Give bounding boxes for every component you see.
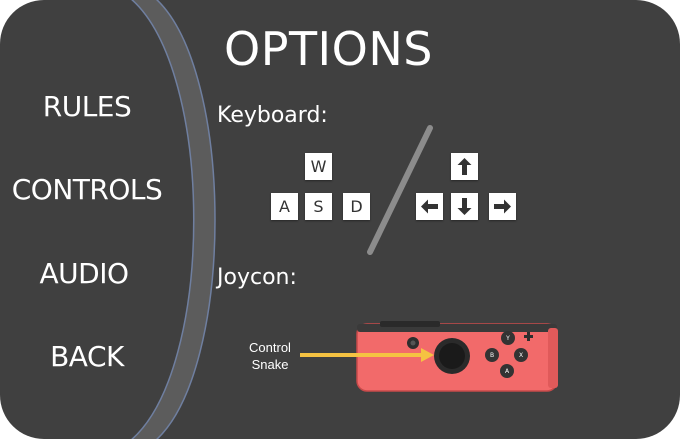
- key-s: S: [305, 193, 332, 220]
- menu-item-controls[interactable]: CONTROLS: [11, 173, 163, 206]
- control-snake-label: Control Snake: [240, 339, 300, 373]
- menu-item-rules[interactable]: RULES: [42, 90, 132, 123]
- page-title: OPTIONS: [224, 22, 433, 76]
- control-label-line1: Control: [249, 340, 291, 355]
- button-x-label: X: [519, 352, 523, 359]
- control-label-line2: Snake: [251, 357, 289, 372]
- joycon-label: Joycon:: [217, 265, 297, 290]
- arrow-up-icon: [451, 153, 478, 180]
- key-w: W: [305, 153, 332, 180]
- plus-button: [524, 332, 533, 341]
- arrow-down-icon: [451, 193, 478, 220]
- key-a: A: [271, 193, 298, 220]
- button-a-label: A: [505, 368, 510, 375]
- button-b-label: B: [490, 352, 494, 359]
- button-y-label: Y: [505, 335, 510, 342]
- menu-item-back[interactable]: BACK: [50, 340, 124, 373]
- arrow-right-icon: [489, 193, 516, 220]
- control-pointer-arrow: [300, 348, 434, 362]
- key-d: D: [343, 193, 370, 220]
- keyboard-label: Keyboard:: [217, 103, 328, 128]
- menu-item-audio[interactable]: AUDIO: [39, 257, 129, 290]
- arrow-left-icon: [416, 193, 443, 220]
- face-buttons: Y X B A: [485, 331, 528, 378]
